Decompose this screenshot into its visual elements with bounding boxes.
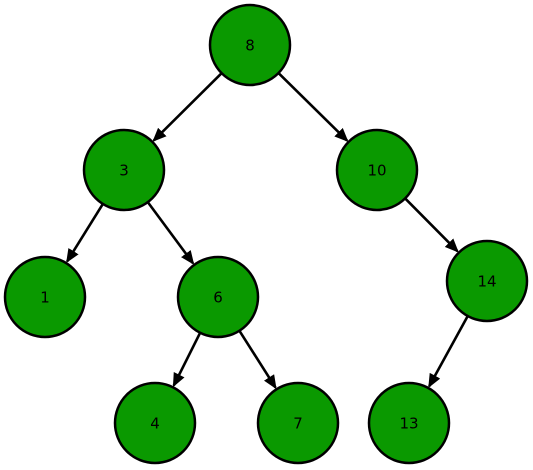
- tree-node-4: 4: [113, 381, 197, 465]
- tree-node-6: 6: [176, 255, 260, 339]
- edge-arrow-14-to-13: [428, 315, 469, 388]
- edge-arrow-3-to-6: [146, 201, 195, 265]
- node-label: 13: [399, 415, 418, 433]
- node-label: 4: [150, 415, 160, 433]
- edge-arrow-10-to-14: [404, 197, 459, 253]
- node-label: 6: [213, 289, 223, 307]
- node-label: 10: [367, 162, 386, 180]
- tree-node-8: 8: [208, 3, 292, 87]
- tree-node-13: 13: [367, 381, 451, 465]
- edge-arrow-6-to-4: [172, 332, 202, 388]
- node-circle: [445, 239, 529, 323]
- node-label: 14: [477, 273, 496, 291]
- edge-arrow-8-to-10: [277, 72, 349, 142]
- node-circle: [113, 381, 197, 465]
- node-circle: [176, 255, 260, 339]
- node-label: 8: [245, 37, 255, 55]
- tree-node-14: 14: [445, 239, 529, 323]
- node-circle: [335, 128, 419, 212]
- tree-node-3: 3: [82, 128, 166, 212]
- node-circle: [208, 3, 292, 87]
- node-circle: [3, 255, 87, 339]
- edge-arrow-8-to-3: [152, 72, 223, 142]
- tree-node-10: 10: [335, 128, 419, 212]
- node-label: 3: [119, 162, 129, 180]
- node-label: 7: [293, 415, 303, 433]
- tree-node-1: 1: [3, 255, 87, 339]
- node-circle: [256, 381, 340, 465]
- node-circle: [367, 381, 451, 465]
- node-label: 1: [40, 289, 50, 307]
- node-circle: [82, 128, 166, 212]
- edges-layer: [66, 72, 469, 390]
- nodes-layer: 8 3 10 1 6 14: [3, 3, 529, 465]
- edge-arrow-3-to-1: [66, 203, 104, 264]
- edge-arrow-6-to-7: [238, 330, 277, 390]
- tree-node-7: 7: [256, 381, 340, 465]
